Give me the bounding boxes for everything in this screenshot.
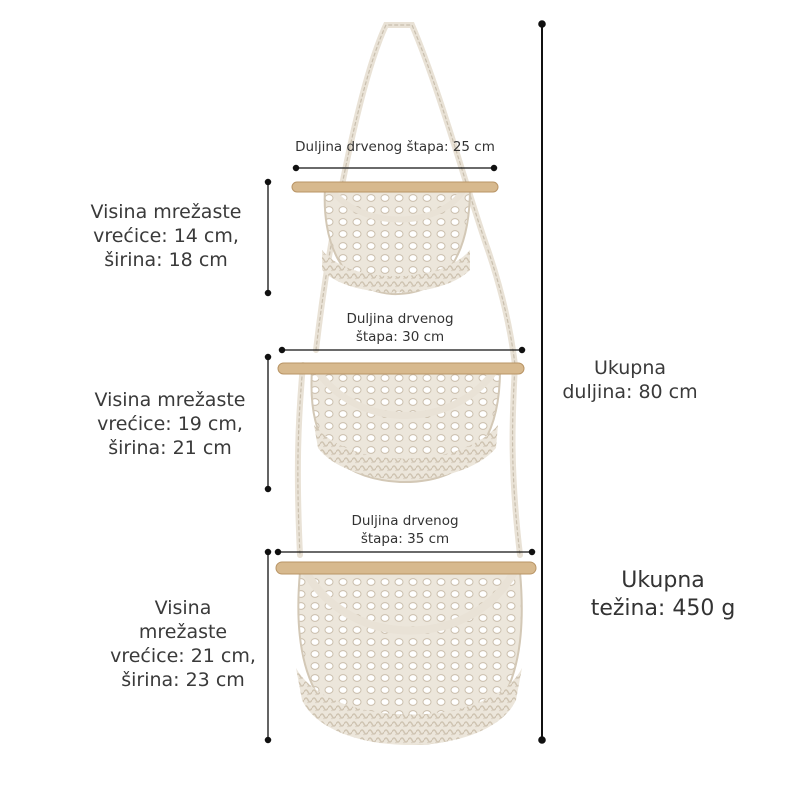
basket-label-large-line-1: Visina [154,597,212,619]
basket-large [296,570,523,746]
dowel-label-large-line-1: Duljina drvenog [351,513,459,529]
dowel-label-large: Duljina drvenog štapa: 35 cm [315,512,495,548]
basket-label-medium-line-1: Visina mrežaste [94,389,246,411]
basket-label-large-line-4: širina: 23 cm [121,669,245,691]
basket-label-small-line-1: Visina mrežaste [90,201,242,223]
total-weight-line-2: težina: 450 g [590,596,736,621]
basket-label-medium-line-3: širina: 21 cm [108,437,232,459]
total-length-line-1: Ukupna [593,357,667,379]
side-cords [294,247,523,558]
basket-label-small: Visina mrežaste vrećice: 14 cm, širina: … [80,200,252,272]
basket-medium [310,369,502,484]
basket-label-small-line-2: vrećice: 14 cm, [93,225,239,247]
dowel-label-large-line-2: štapa: 35 cm [360,531,450,547]
basket-label-medium-line-2: vrećice: 19 cm, [97,413,243,435]
total-weight-line-1: Ukupna [621,568,705,593]
dowel-label-medium-line-1: Duljina drvenog [346,311,454,327]
total-length-line [538,20,546,744]
dowel-dimension-lines [274,164,536,556]
basket-label-medium: Visina mrežaste vrećice: 19 cm, širina: … [84,388,256,460]
basket-label-large: Visina mrežaste vrećice: 21 cm, širina: … [90,596,276,692]
dowel-label-small-line-1: Duljina drvenog štapa: 25 cm [295,139,495,155]
dowel-label-small: Duljina drvenog štapa: 25 cm [285,138,505,156]
basket-label-large-line-2: mrežaste [138,621,228,643]
basket-small [322,186,472,296]
total-length-line-2: duljina: 80 cm [562,381,698,403]
basket-label-large-line-3: vrećice: 21 cm, [110,645,256,667]
dowel-label-medium-line-2: štapa: 30 cm [355,329,445,345]
dowel-label-medium: Duljina drvenog štapa: 30 cm [310,310,490,346]
dowel-small [291,181,499,193]
basket-label-small-line-3: širina: 18 cm [104,249,228,271]
dowel-large [275,561,537,575]
total-length-label: Ukupna duljina: 80 cm [550,356,710,404]
total-weight-label: Ukupna težina: 450 g [570,567,756,623]
basket-height-lines [264,178,272,744]
dowel-medium [277,362,525,375]
